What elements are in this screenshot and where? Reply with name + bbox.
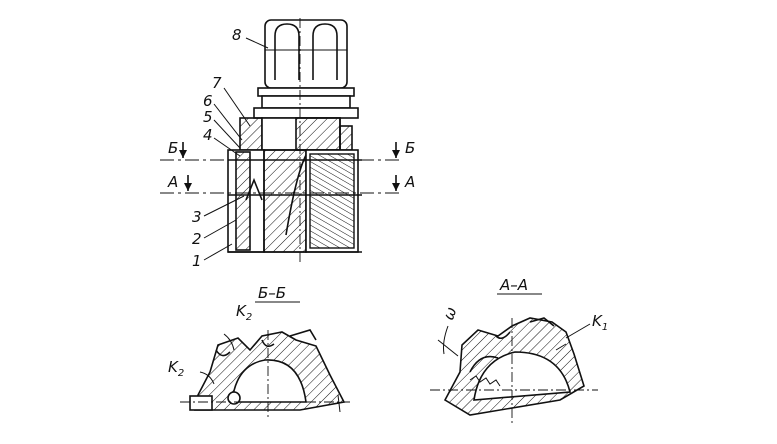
section-bb-angle-k2-top: K2 bbox=[236, 302, 252, 323]
section-mark-b-right: Б bbox=[405, 139, 415, 157]
callout-1: 1 bbox=[192, 252, 202, 270]
callout-5: 5 bbox=[203, 108, 213, 126]
callout-6: 6 bbox=[203, 92, 213, 110]
callout-4: 4 bbox=[203, 126, 213, 144]
section-bb-angle-k2-left: K2 bbox=[168, 358, 184, 379]
callout-8: 8 bbox=[232, 26, 242, 44]
section-aa-title: А–А bbox=[499, 276, 528, 294]
section-bb-view: Б–Б K2 K2 bbox=[168, 284, 350, 418]
upper-body bbox=[239, 117, 353, 151]
section-mark-a-left: А bbox=[167, 173, 178, 191]
section-line-b bbox=[160, 142, 400, 161]
section-mark-a-right: А bbox=[404, 173, 415, 191]
main-section-view: Б Б А А 8 7 6 5 4 3 2 1 bbox=[160, 18, 415, 270]
section-mark-b-left: Б bbox=[168, 139, 178, 157]
shank-nut bbox=[253, 19, 359, 119]
callout-leaders bbox=[203, 37, 269, 261]
section-bb-title: Б–Б bbox=[258, 284, 286, 302]
callout-2: 2 bbox=[192, 230, 202, 248]
section-aa-angle-omega: ω bbox=[439, 305, 460, 323]
section-line-a bbox=[160, 175, 400, 194]
callout-7: 7 bbox=[212, 74, 222, 92]
section-aa-view: А–А ω K1 bbox=[430, 276, 608, 425]
cutter-body bbox=[227, 149, 362, 253]
section-aa-angle-k1: K1 bbox=[592, 312, 608, 333]
callout-3: 3 bbox=[192, 208, 202, 226]
